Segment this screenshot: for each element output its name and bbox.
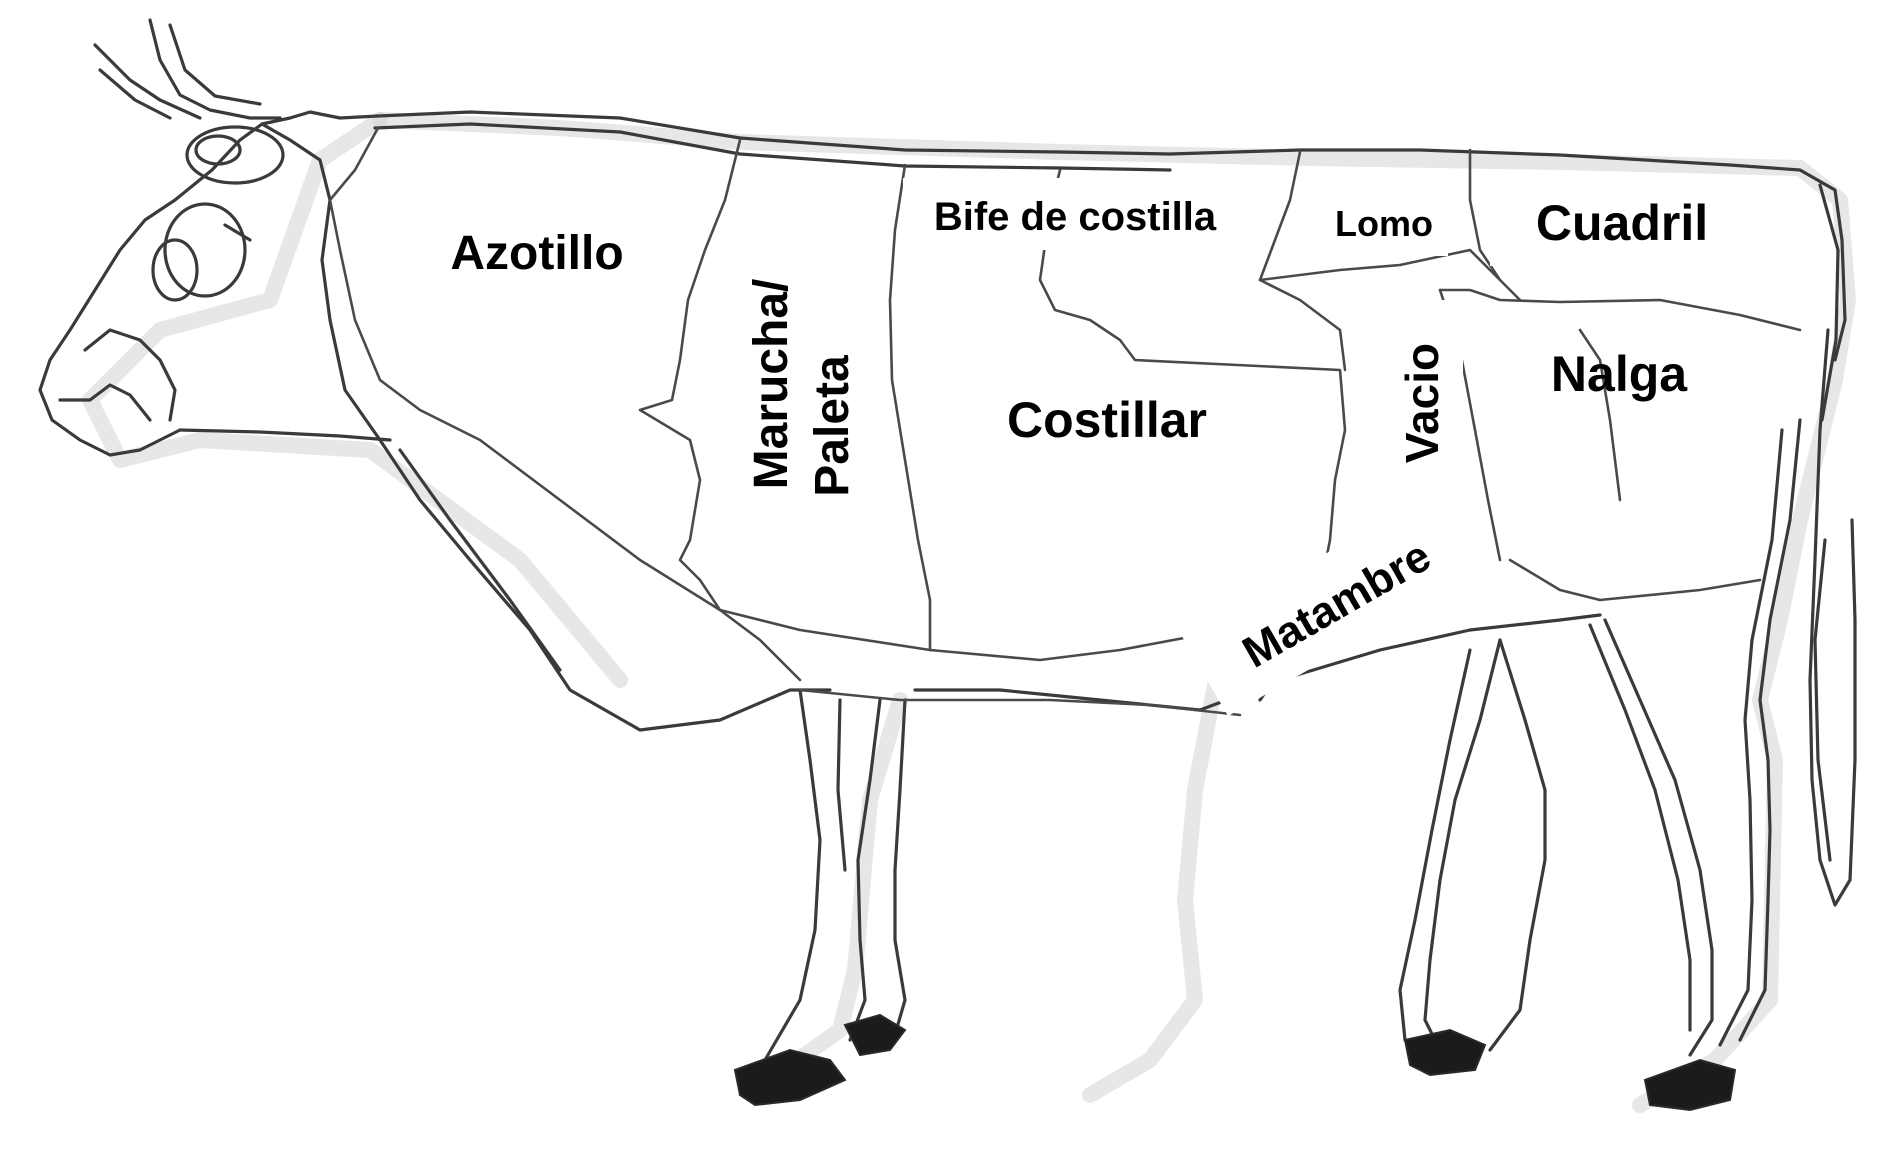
lomo-label: Lomo [1335,203,1433,244]
bife-de-costilla-label: Bife de costilla [934,195,1217,239]
vacio-label: Vacio [1396,343,1448,463]
rear-hoof-far [1643,1058,1737,1112]
nalga-label: Nalga [1551,346,1688,402]
cut-label-costillar: Costillar [1007,392,1207,448]
cow-shadow [82,112,1856,1113]
paleta-label: Paleta [806,355,859,497]
cut-label-marucha-paleta: Marucha/ Paleta [728,240,860,528]
cut-label-azotillo: Azotillo [450,227,623,280]
costillar-label: Costillar [1007,392,1207,448]
cut-label-vacio: Vacio [1367,300,1463,486]
cut-label-cuadril: Cuadril [1490,180,1768,266]
front-hoof-far [843,1013,907,1057]
rear-hoof-near [1403,1028,1487,1077]
cut-label-matambre: Matambre [1182,486,1488,717]
cut-label-lomo: Lomo [1312,184,1448,256]
front-hoof-near [733,1048,847,1107]
azotillo-label: Azotillo [450,227,623,280]
hooves [733,1013,1737,1112]
cut-label-bife-de-costilla: Bife de costilla [903,178,1261,250]
cuadril-label: Cuadril [1536,195,1708,251]
cut-lines [328,126,1802,717]
cut-label-nalga: Nalga [1551,346,1688,402]
marucha-label: Marucha/ [745,279,798,490]
